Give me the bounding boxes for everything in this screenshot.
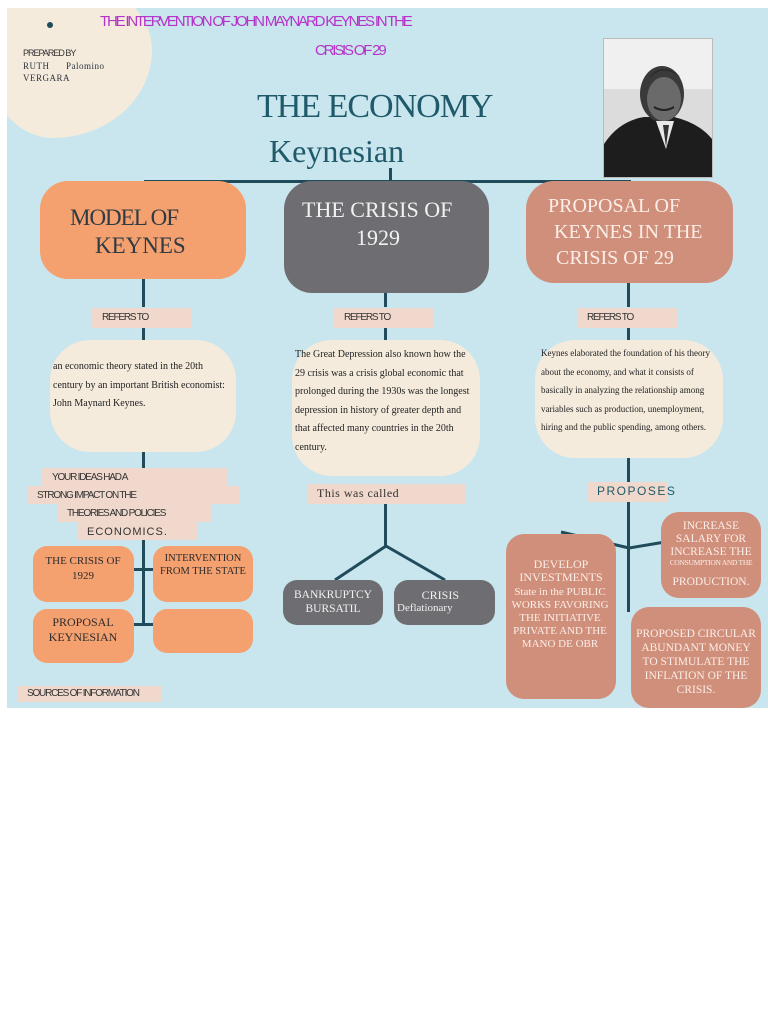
crisis-connector-1 (384, 293, 387, 307)
proposal-title-line3: CRISIS OF 29 (556, 247, 674, 269)
crisis-refers-tag: REFERS TO (334, 308, 434, 328)
model-ideas-tag2: STRONG IMPACT ON THE (27, 486, 239, 504)
proposal-description: Keynes elaborated the foundation of his … (541, 348, 710, 432)
author-line2: VERGARA (23, 73, 71, 83)
model-refers-tag: REFERS TO (92, 308, 192, 328)
proposal-title-line1: PROPOSAL OF (548, 195, 681, 217)
author-line1: RUTH Palomino (23, 61, 105, 71)
model-sub-intervention: INTERVENTION FROM THE STATE (153, 546, 253, 602)
model-of-keynes-box: MODEL OF KEYNES (40, 181, 246, 279)
crisis-leaf-deflationary: CRISIS Deflationary (394, 580, 495, 625)
model-sub-proposal: PROPOSAL KEYNESIAN (33, 609, 134, 663)
model-ideas-tag3: THEORIES AND POLICIES (57, 504, 212, 522)
proposes-tag: PROPOSES (587, 482, 675, 502)
proposal-connector-3 (627, 458, 630, 482)
crisis-title-line2: 1929 (356, 225, 400, 250)
model-sub-empty (153, 609, 253, 653)
crisis-called-tag: This was called (307, 484, 465, 504)
portrait-icon (604, 39, 712, 177)
proposal-refers-tag: REFERS TO (577, 308, 677, 328)
crisis-description: The Great Depression also known how the … (295, 349, 470, 453)
crisis-connector-2 (384, 328, 387, 342)
proposal-connector-4 (627, 502, 630, 612)
proposal-item-salary: INCREASE SALARY FOR INCREASE THE CONSUMP… (661, 512, 761, 598)
mind-map-canvas: THE INTERVENTION OF JOHN MAYNARD KEYNES … (7, 8, 768, 708)
bullet-icon (47, 22, 53, 28)
header-title-line2: CRISIS OF 29 (315, 42, 387, 59)
proposal-description-bubble (535, 340, 723, 458)
model-title-line2: KEYNES (95, 233, 186, 258)
model-ideas-tag4: ECONOMICS. (77, 522, 197, 540)
model-description: an economic theory stated in the 20th ce… (53, 361, 225, 409)
model-sub-crisis: THE CRISIS OF 1929 (33, 546, 134, 602)
title-stem (389, 168, 392, 182)
crisis-split-connector (334, 544, 446, 582)
model-connector-6 (134, 623, 154, 626)
model-ideas-tag1: YOUR IDEAS HAD A (42, 468, 227, 486)
crisis-title-line1: THE CRISIS OF (302, 197, 453, 222)
portrait-photo (603, 38, 713, 178)
main-subtitle: Keynesian (269, 133, 405, 169)
model-title-line1: MODEL OF (70, 205, 179, 230)
proposal-box: PROPOSAL OF KEYNES IN THE CRISIS OF 29 (526, 181, 733, 283)
model-connector-4 (142, 540, 145, 625)
sources-tag: SOURCES OF INFORMATION (17, 686, 162, 702)
proposal-title-line2: KEYNES IN THE (554, 221, 703, 243)
model-connector-5 (134, 568, 154, 571)
proposal-connector-2 (627, 328, 630, 340)
proposal-item-money: PROPOSED CIRCULAR ABUNDANT MONEY TO STIM… (631, 607, 761, 708)
proposal-item-investments: DEVELOP INVESTMENTS State in the PUBLIC … (506, 534, 616, 699)
model-description-bubble (50, 340, 236, 452)
model-connector-2 (142, 328, 145, 340)
crisis-leaf-bankruptcy: BANKRUPTCY BURSATIL (283, 580, 383, 625)
header-title-line1: THE INTERVENTION OF JOHN MAYNARD KEYNES … (100, 13, 413, 30)
crisis-connector-3 (384, 504, 387, 548)
main-title: THE ECONOMY (257, 88, 493, 125)
model-connector-3 (142, 452, 145, 468)
prepared-by-label: PREPARED BY (23, 48, 76, 58)
proposal-connector-1 (627, 283, 630, 307)
model-connector-1 (142, 279, 145, 307)
crisis-description-bubble (292, 340, 480, 476)
crisis-1929-box: THE CRISIS OF 1929 (284, 181, 489, 293)
